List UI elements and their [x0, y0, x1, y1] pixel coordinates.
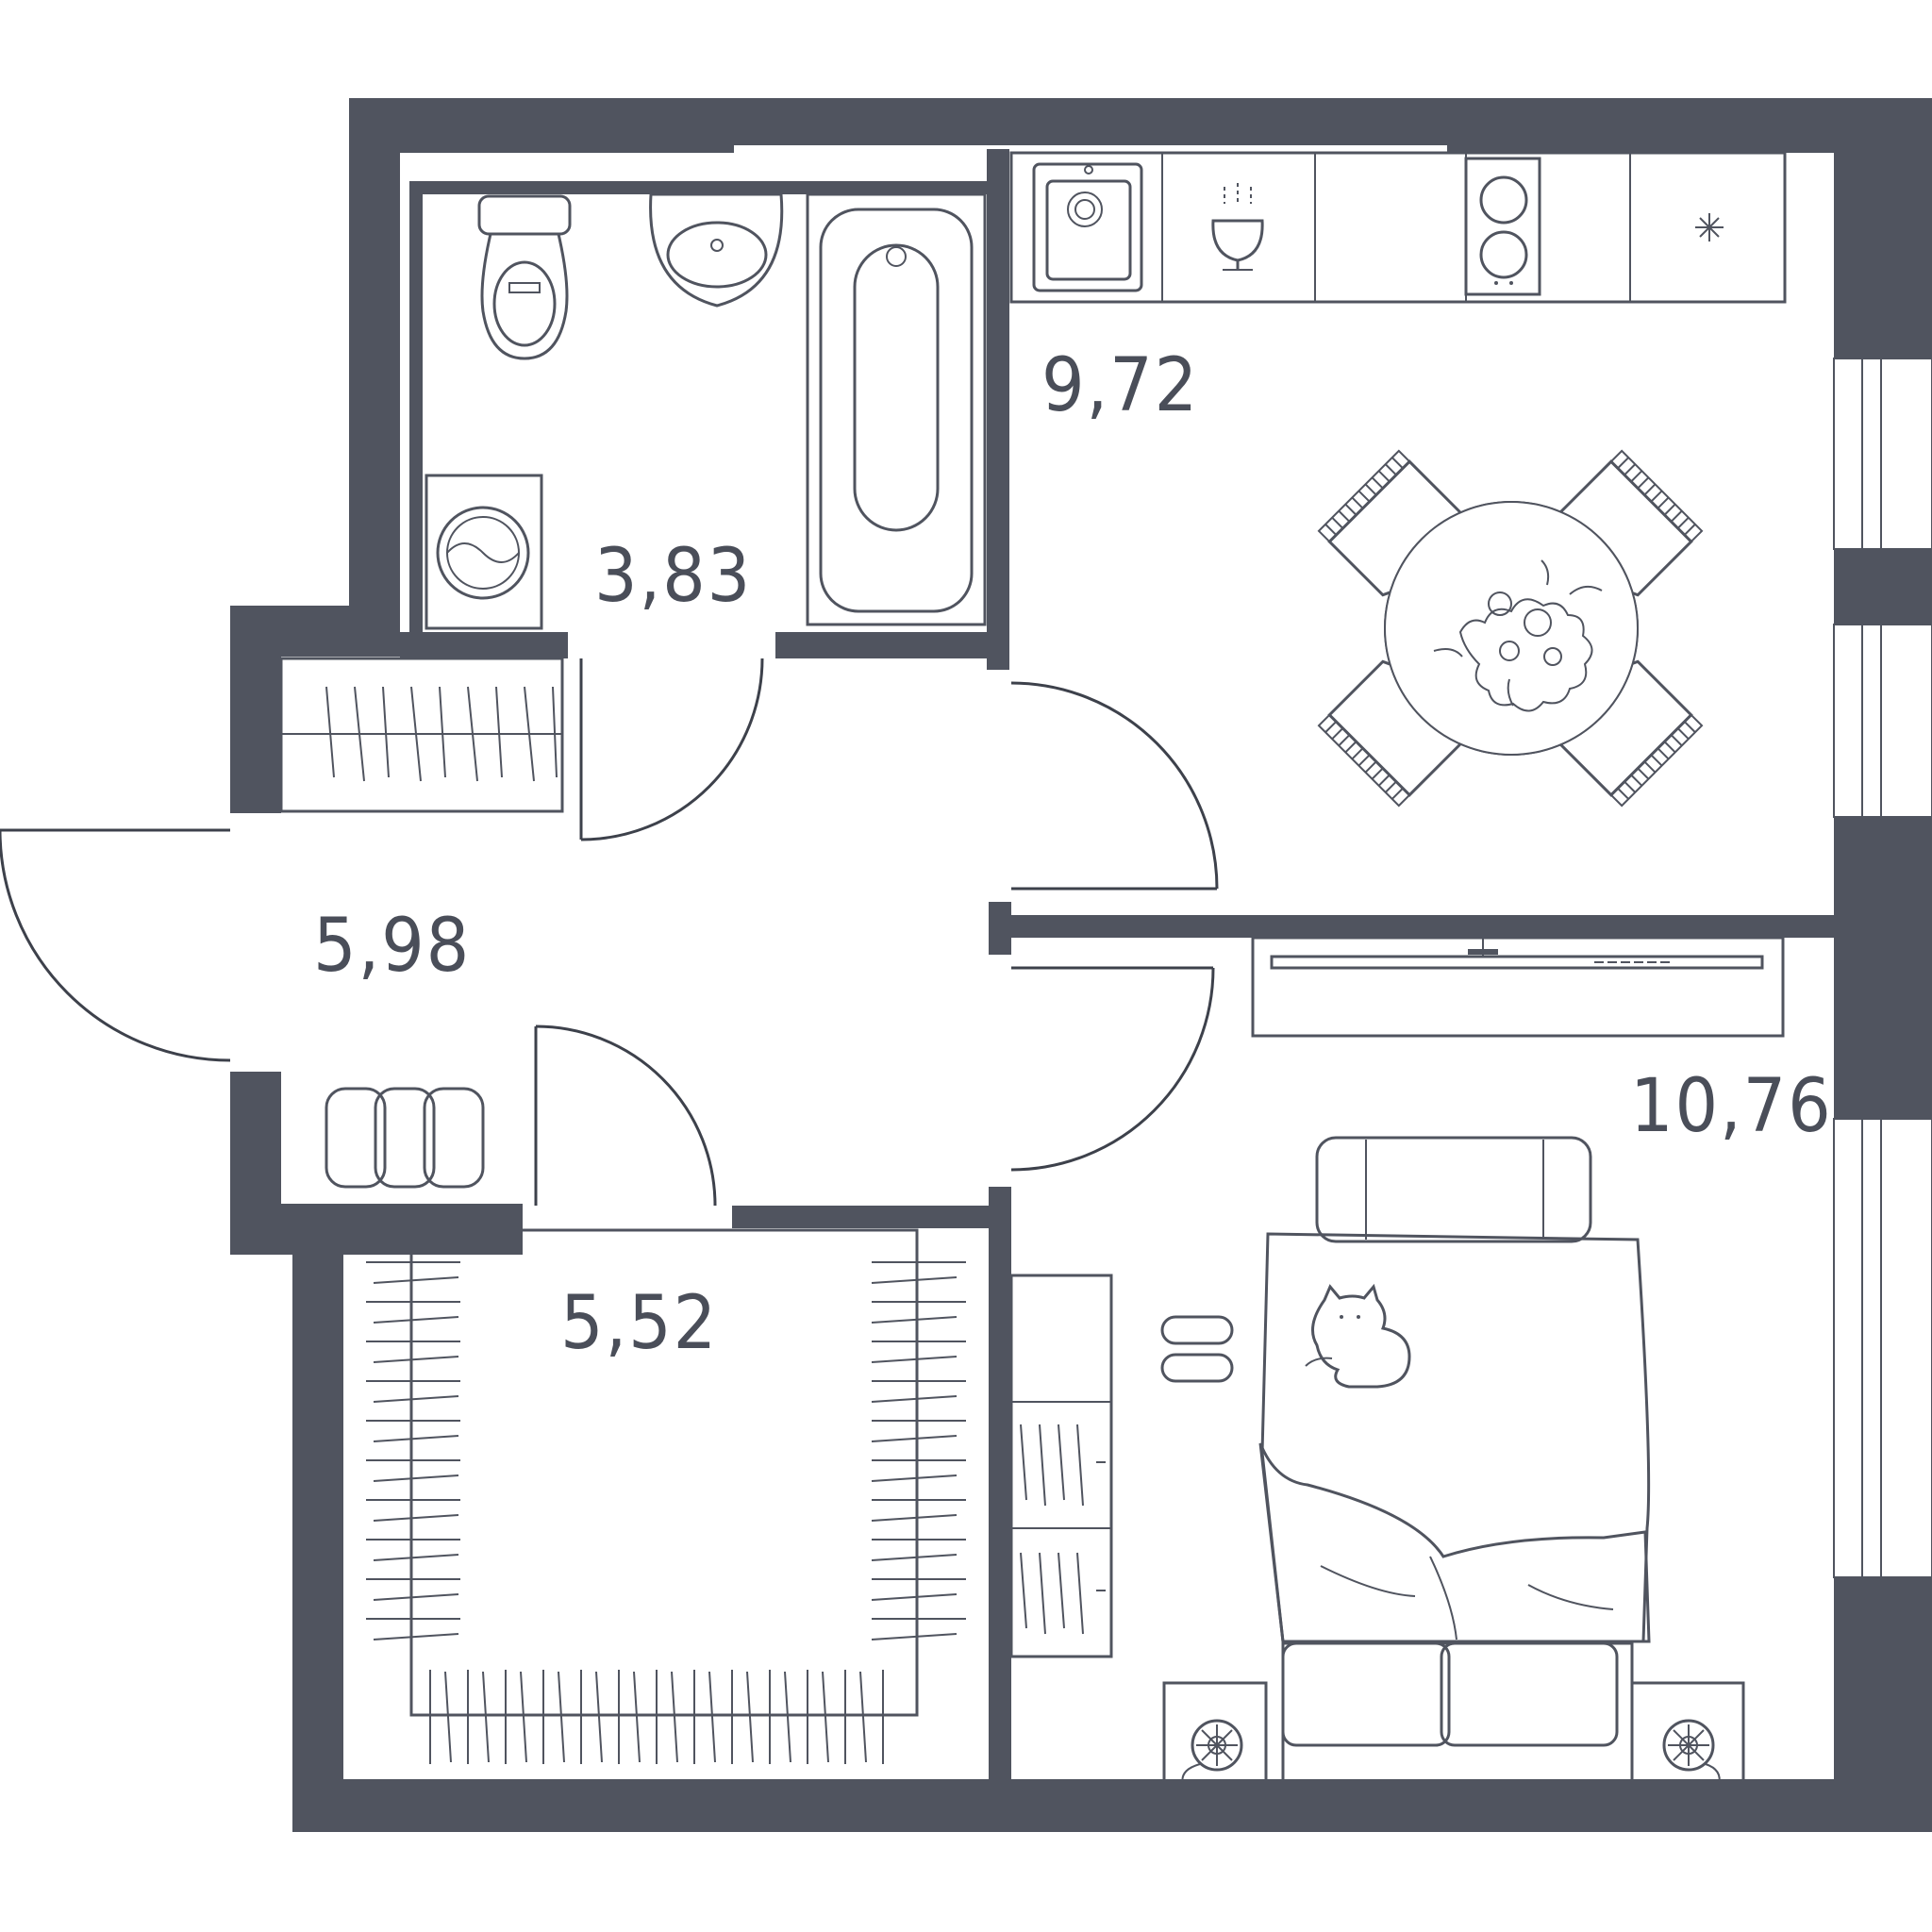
washbasin-icon [649, 192, 784, 308]
pillow-icon [1315, 1136, 1592, 1243]
tv-icon [1251, 936, 1785, 1038]
armchair-icon [1317, 449, 1704, 808]
pouf-icon [325, 1087, 485, 1189]
shoe-rack-icon [279, 657, 564, 813]
area-label-bedroom: 10,76 [1630, 1064, 1833, 1149]
cooktop-icon [1464, 157, 1541, 296]
wardrobe-shelves-icon [366, 1228, 966, 1764]
window-icon [1833, 358, 1932, 1578]
door-icon [0, 658, 1219, 1207]
walls [230, 98, 1932, 1832]
toilet-icon [477, 194, 572, 360]
area-label-wardrobe: 5,52 [560, 1281, 719, 1366]
nightstand-icon [1162, 1641, 1745, 1783]
hood-icon [1695, 213, 1724, 242]
kitchen-sink-icon [1032, 162, 1143, 292]
area-label-hallway: 5,98 [313, 904, 472, 989]
cat-icon [1305, 1283, 1411, 1389]
faucet-icon [1211, 183, 1264, 271]
bathtub-icon [806, 192, 987, 626]
area-label-kitchen: 9,72 [1041, 343, 1200, 428]
lamp-icon [1181, 1719, 1721, 1786]
slippers-icon [1160, 1315, 1234, 1383]
wall-cabinet [1009, 1274, 1113, 1658]
washing-machine-icon [425, 474, 543, 630]
area-label-bathroom: 3,83 [594, 534, 753, 619]
bed-icon [1258, 1232, 1651, 1643]
